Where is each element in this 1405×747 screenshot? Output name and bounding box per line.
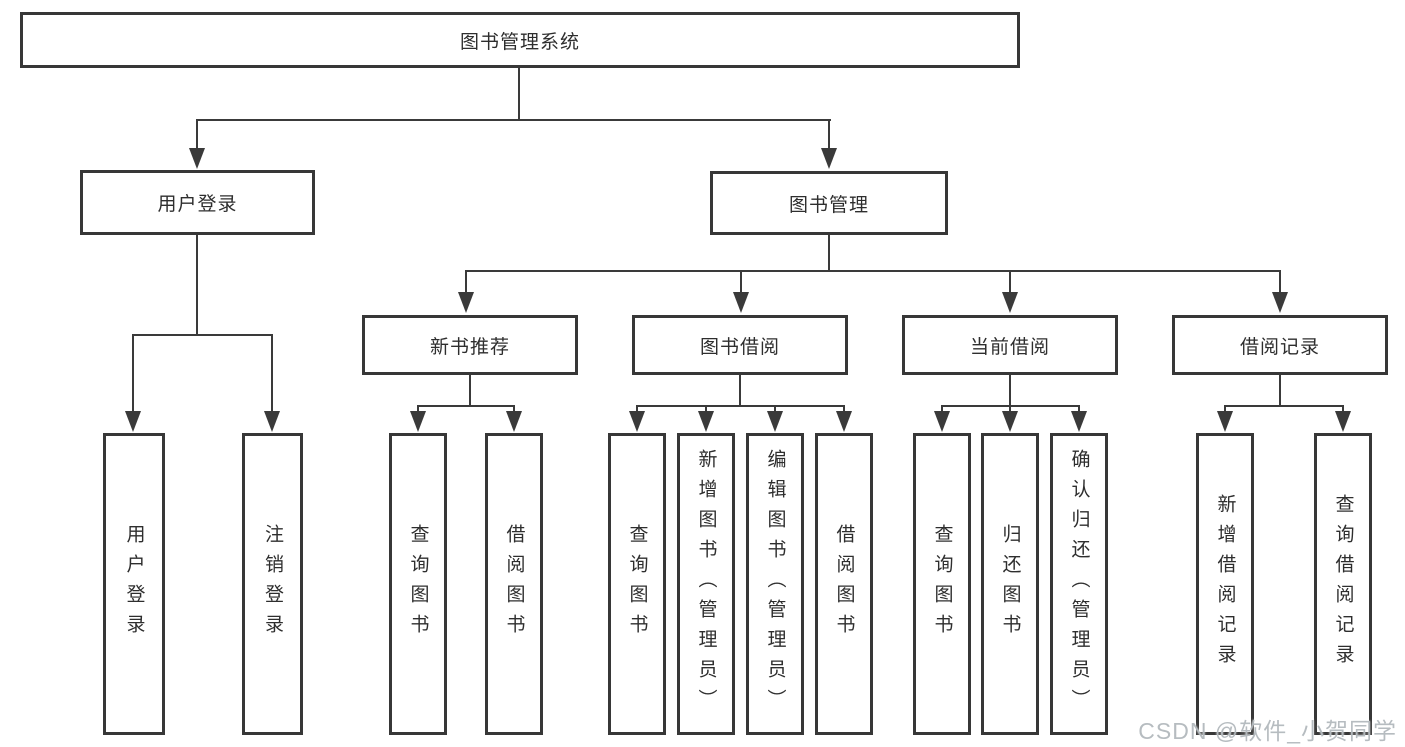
node-label: 借阅图书 — [833, 524, 855, 644]
node-book-management-system: 图书管理系统 — [20, 12, 1020, 68]
node-label: 新增图书（管理员） — [695, 449, 717, 719]
arrow-down-icon — [733, 292, 749, 313]
connector-line — [941, 405, 943, 413]
arrow-down-icon — [1002, 411, 1018, 432]
arrow-down-icon — [821, 148, 837, 169]
connector-line — [774, 405, 776, 413]
leaf-add-borrow-record: 新增借阅记录 — [1196, 433, 1254, 735]
connector-line — [705, 405, 707, 413]
node-label: 查询借阅记录 — [1332, 494, 1354, 674]
connector-line — [828, 235, 830, 272]
connector-line — [1279, 270, 1281, 293]
connector-line — [1224, 405, 1344, 407]
connector-line — [196, 119, 831, 121]
node-book-borrow: 图书借阅 — [632, 315, 848, 375]
connector-line — [465, 270, 1281, 272]
arrow-down-icon — [458, 292, 474, 313]
arrow-down-icon — [189, 148, 205, 169]
connector-line — [417, 405, 419, 413]
node-label: 新增借阅记录 — [1214, 494, 1236, 674]
connector-line — [1224, 405, 1226, 413]
csdn-watermark: CSDN @软件_小贺同学 — [1138, 718, 1397, 744]
leaf-borrow-book-recommend: 借阅图书 — [485, 433, 543, 735]
connector-line — [739, 375, 741, 407]
node-book-management: 图书管理 — [710, 171, 948, 235]
connector-line — [1009, 375, 1011, 407]
node-borrow-records: 借阅记录 — [1172, 315, 1388, 375]
node-label: 图书管理系统 — [459, 31, 580, 53]
node-label: 查询图书 — [626, 524, 648, 644]
node-user-login: 用户登录 — [80, 170, 315, 235]
arrow-down-icon — [836, 411, 852, 432]
leaf-edit-book-admin: 编辑图书（管理员） — [746, 433, 804, 735]
connector-line — [132, 334, 134, 411]
node-label: 图书借阅 — [699, 336, 780, 358]
connector-line — [417, 405, 515, 407]
leaf-confirm-return-admin: 确认归还（管理员） — [1050, 433, 1108, 735]
connector-line — [1078, 405, 1080, 413]
connector-line — [828, 119, 830, 150]
arrow-down-icon — [1217, 411, 1233, 432]
connector-line — [740, 270, 742, 293]
connector-line — [465, 270, 467, 293]
node-label: 确认归还（管理员） — [1068, 449, 1090, 719]
leaf-query-book-recommend: 查询图书 — [389, 433, 447, 735]
node-new-book-recommend: 新书推荐 — [362, 315, 578, 375]
arrow-down-icon — [698, 411, 714, 432]
node-label: 用户登录 — [123, 524, 145, 644]
node-label: 注销登录 — [262, 524, 283, 644]
node-current-borrow: 当前借阅 — [902, 315, 1118, 375]
arrow-down-icon — [506, 411, 522, 432]
arrow-down-icon — [1071, 411, 1087, 432]
connector-line — [1009, 405, 1011, 413]
leaf-user-login: 用户登录 — [103, 433, 165, 735]
node-label: 查询图书 — [407, 524, 429, 644]
node-label: 查询图书 — [931, 524, 953, 644]
connector-line — [1279, 375, 1281, 407]
node-label: 当前借阅 — [969, 336, 1050, 358]
leaf-query-borrow-record: 查询借阅记录 — [1314, 433, 1372, 735]
connector-line — [843, 405, 845, 413]
arrow-down-icon — [410, 411, 426, 432]
connector-line — [518, 68, 520, 120]
node-label: 借阅图书 — [503, 524, 525, 644]
leaf-query-book-borrow: 查询图书 — [608, 433, 666, 735]
arrow-down-icon — [1335, 411, 1351, 432]
connector-line — [636, 405, 638, 413]
arrow-down-icon — [629, 411, 645, 432]
node-label: 新书推荐 — [429, 336, 510, 358]
leaf-return-book: 归还图书 — [981, 433, 1039, 735]
connector-line — [132, 334, 273, 336]
arrow-down-icon — [264, 411, 280, 432]
arrow-down-icon — [1272, 292, 1288, 313]
connector-line — [196, 235, 198, 336]
connector-line — [1342, 405, 1344, 413]
leaf-query-book-current: 查询图书 — [913, 433, 971, 735]
connector-line — [196, 119, 198, 150]
arrow-down-icon — [1002, 292, 1018, 313]
arrow-down-icon — [934, 411, 950, 432]
arrow-down-icon — [125, 411, 141, 432]
node-label: 归还图书 — [999, 524, 1021, 644]
node-label: 用户登录 — [157, 194, 238, 215]
leaf-borrow-book: 借阅图书 — [815, 433, 873, 735]
connector-line — [271, 334, 273, 411]
node-label: 图书管理 — [788, 194, 869, 216]
node-label: 借阅记录 — [1239, 336, 1320, 358]
arrow-down-icon — [767, 411, 783, 432]
connector-line — [469, 375, 471, 407]
leaf-logout: 注销登录 — [242, 433, 303, 735]
connector-line — [636, 405, 845, 407]
connector-line — [1009, 270, 1011, 293]
node-label: 编辑图书（管理员） — [764, 449, 786, 719]
connector-line — [513, 405, 515, 413]
leaf-add-book-admin: 新增图书（管理员） — [677, 433, 735, 735]
